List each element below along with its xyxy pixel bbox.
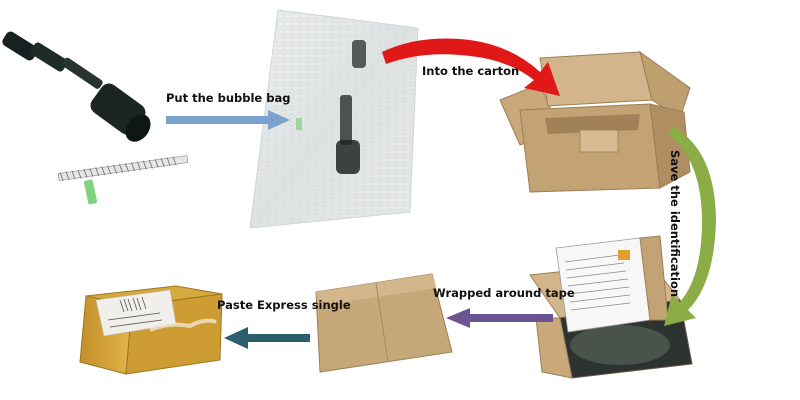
spring-icon: [57, 155, 189, 205]
step-label-save-identification: Save the identification: [668, 150, 682, 298]
open-carton-icon: [499, 50, 691, 193]
taped-box-icon: [79, 285, 223, 375]
step-label-bubble-bag: Put the bubble bag: [166, 91, 291, 105]
step-label-paste-express: Paste Express single: [217, 298, 351, 312]
arrow-to-tape: [446, 308, 553, 328]
closed-box-icon: [315, 273, 453, 373]
bubble-bag-icon: [249, 9, 419, 229]
box-with-manual-icon: [529, 235, 693, 379]
arrow-to-carton: [382, 38, 560, 96]
arrow-to-bubble-bag: [166, 110, 290, 130]
connector-part-icon: [2, 31, 151, 142]
step-label-wrapped-tape: Wrapped around tape: [433, 286, 575, 300]
step-label-into-carton: Into the carton: [422, 64, 520, 78]
arrow-to-express: [224, 327, 310, 349]
arrow-to-identification: [664, 126, 716, 326]
